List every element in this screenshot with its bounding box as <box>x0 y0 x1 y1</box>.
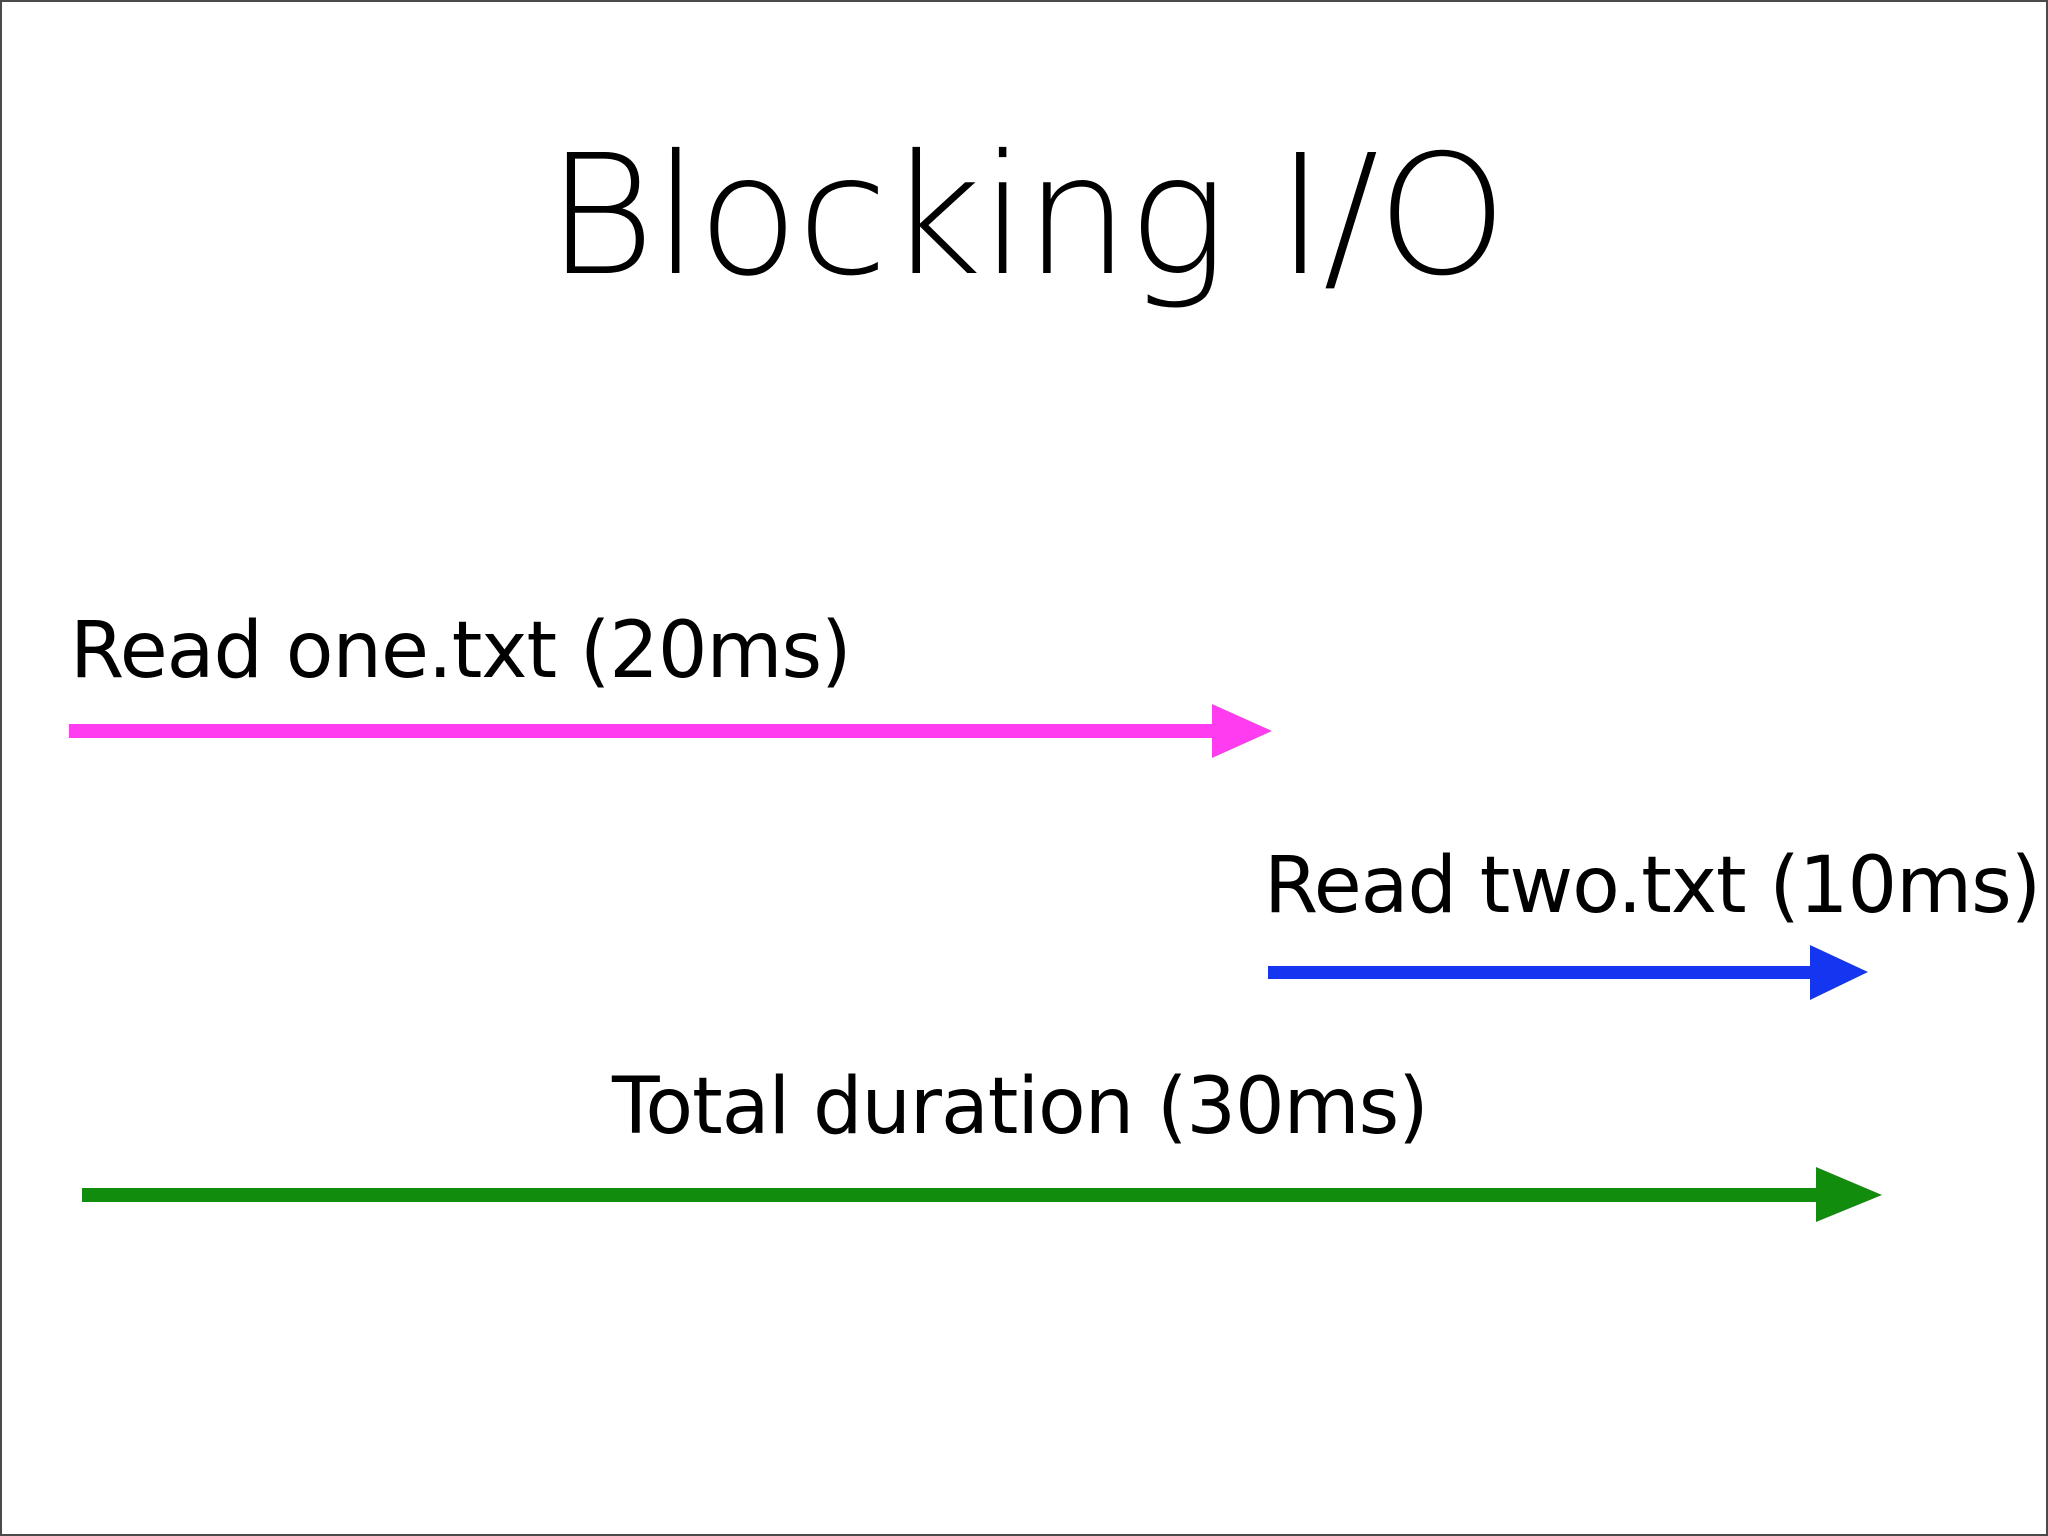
read-two-label: Read two.txt (10ms) <box>1264 841 2041 931</box>
read-one-arrow <box>69 704 1272 758</box>
page-title: Blocking I/O <box>546 120 1507 313</box>
total-duration-label: Total duration (30ms) <box>612 1062 1429 1152</box>
total-duration-arrow <box>82 1167 1882 1222</box>
read-two-arrow <box>1268 945 1868 1000</box>
read-one-label: Read one.txt (20ms) <box>70 606 852 696</box>
